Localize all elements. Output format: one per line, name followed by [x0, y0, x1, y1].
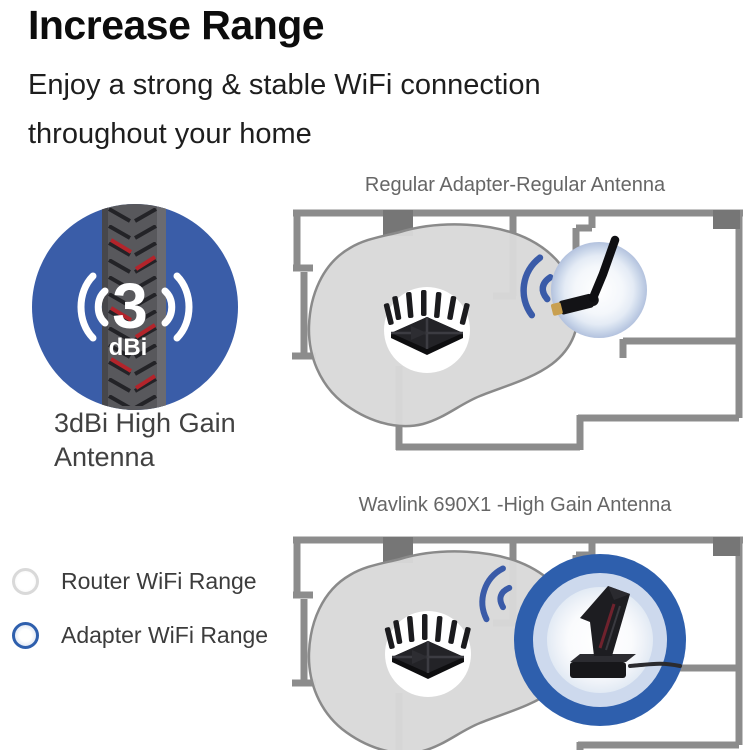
router-icon — [383, 609, 473, 699]
header: Increase Range Enjoy a strong & stable W… — [28, 0, 541, 159]
legend-item-router-range: Router WiFi Range — [12, 568, 268, 595]
gain-value: 3 — [112, 270, 148, 342]
regular-usb-adapter-icon — [550, 240, 647, 338]
legend-label: Adapter WiFi Range — [61, 622, 269, 648]
router-range-swatch-icon — [12, 568, 39, 595]
subtitle-line-1: Enjoy a strong & stable WiFi connection — [28, 69, 541, 101]
adapter-range-swatch-icon — [12, 622, 39, 649]
figure-title-regular-adapter: Regular Adapter-Regular Antenna — [364, 174, 666, 196]
antenna-illustration — [102, 204, 166, 410]
wavlink-adapter-icon — [512, 552, 688, 728]
figure-title-wavlink-adapter: Wavlink 690X1 -High Gain Antenna — [358, 494, 672, 516]
antenna-caption: 3dBi High Gain Antenna — [54, 406, 236, 474]
legend: Router WiFi Range Adapter WiFi Range — [12, 568, 268, 676]
antenna-caption-line-2: Antenna — [54, 442, 155, 472]
gain-unit: dBi — [109, 334, 148, 361]
page-title: Increase Range — [28, 2, 325, 48]
antenna-badge-illustration: 3 dBi — [32, 204, 238, 410]
high-gain-antenna-badge: 3 dBi — [30, 202, 240, 412]
wifi-arcs-left-icon — [77, 272, 109, 342]
floorplan-illustration — [280, 206, 750, 456]
floorplan-regular-adapter — [280, 206, 750, 456]
subtitle-line-2: throughout your home — [28, 118, 312, 150]
floorplan-wavlink-adapter — [280, 533, 750, 750]
legend-label: Router WiFi Range — [61, 568, 257, 594]
page-subtitle: Enjoy a strong & stable WiFi connection … — [28, 61, 541, 159]
floorplan-illustration — [280, 533, 750, 750]
antenna-caption-line-1: 3dBi High Gain — [54, 408, 236, 438]
wifi-arcs-right-icon — [161, 272, 193, 342]
router-icon — [382, 285, 472, 375]
legend-item-adapter-range: Adapter WiFi Range — [12, 622, 268, 649]
